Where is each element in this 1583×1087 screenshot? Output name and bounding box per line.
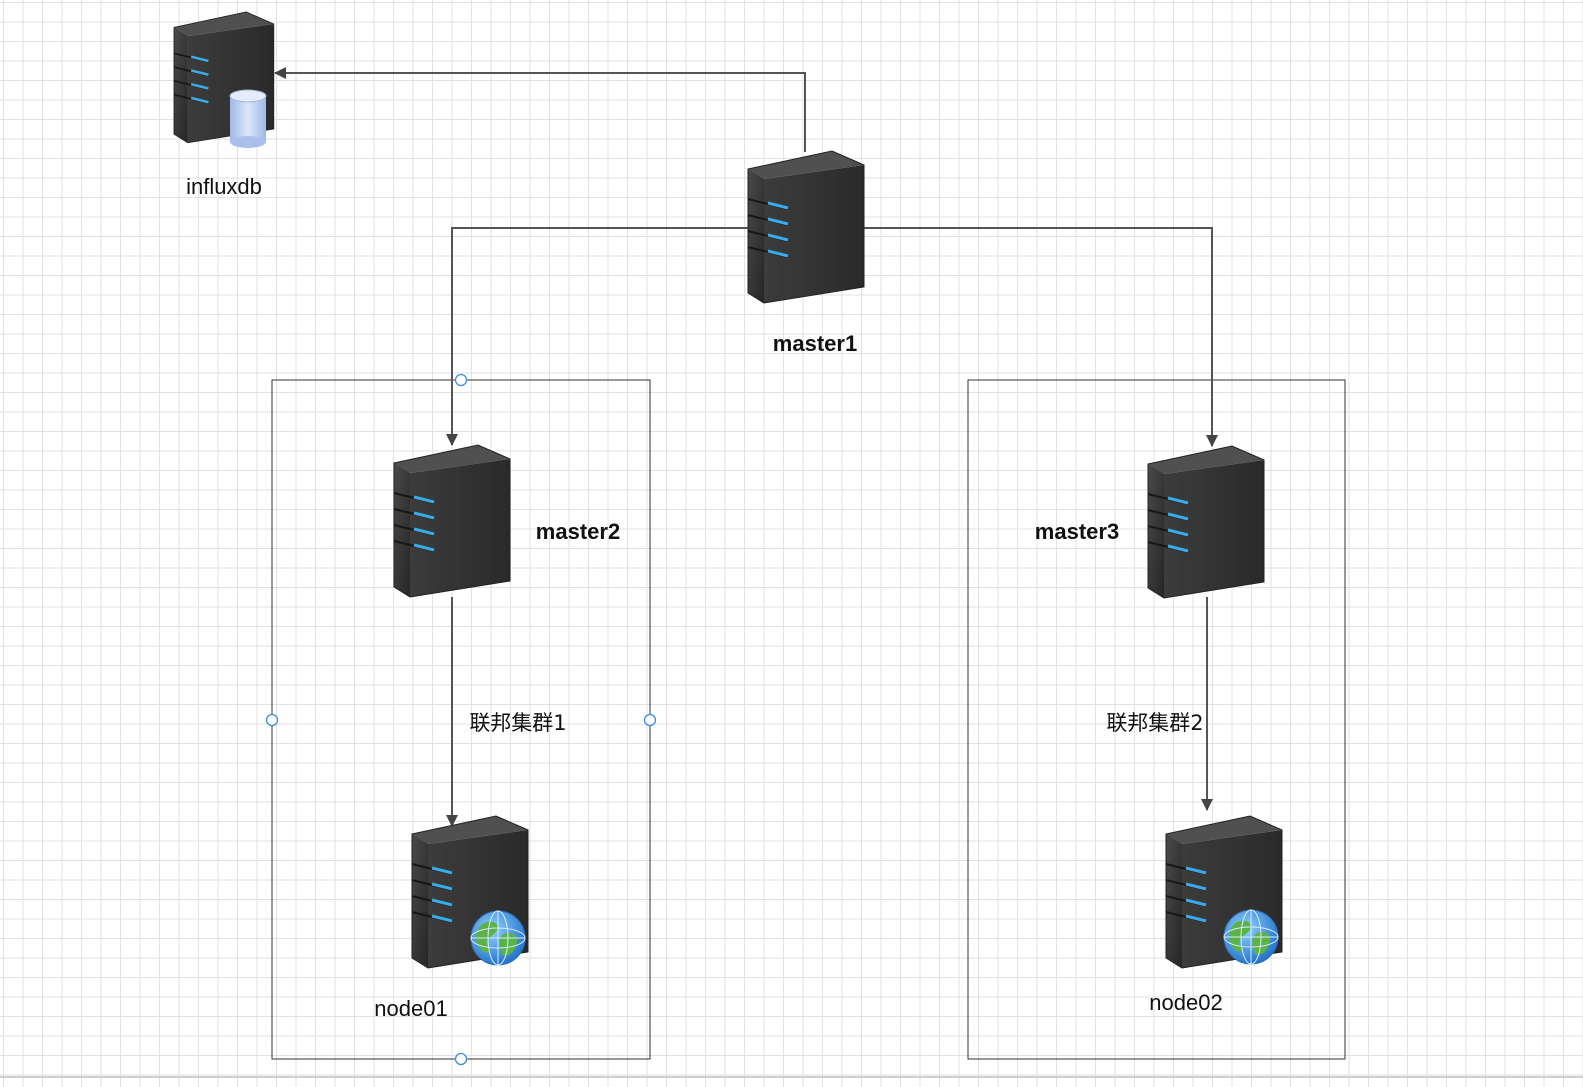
master3-server-icon[interactable] xyxy=(1146,444,1266,600)
edge-master1-master2[interactable] xyxy=(446,227,748,446)
selection-handle-top[interactable] xyxy=(454,373,468,387)
cluster2-container[interactable] xyxy=(967,379,1346,1060)
selection-handle-right[interactable] xyxy=(643,713,657,727)
globe-icon xyxy=(1223,909,1279,965)
selection-handle-left[interactable] xyxy=(265,713,279,727)
master1-server-icon[interactable] xyxy=(746,149,866,305)
database-cylinder-icon xyxy=(229,89,267,149)
influxdb-label: influxdb xyxy=(186,174,262,199)
edge-master1-influxdb[interactable] xyxy=(274,67,806,152)
node02-label: node02 xyxy=(1149,990,1222,1015)
edge-master1-master3[interactable] xyxy=(862,227,1218,447)
master2-label: master2 xyxy=(536,519,620,544)
master1-label: master1 xyxy=(773,331,857,356)
selection-handle-bottom[interactable] xyxy=(454,1052,468,1066)
cluster2-label: 联邦集群2 xyxy=(1106,711,1203,735)
master3-label: master3 xyxy=(1035,519,1119,544)
master2-server-icon[interactable] xyxy=(392,443,512,599)
canvas-bottom-edge xyxy=(0,1076,1583,1078)
cluster1-label: 联邦集群1 xyxy=(469,711,566,735)
node01-label: node01 xyxy=(374,996,447,1021)
globe-icon xyxy=(470,910,526,966)
